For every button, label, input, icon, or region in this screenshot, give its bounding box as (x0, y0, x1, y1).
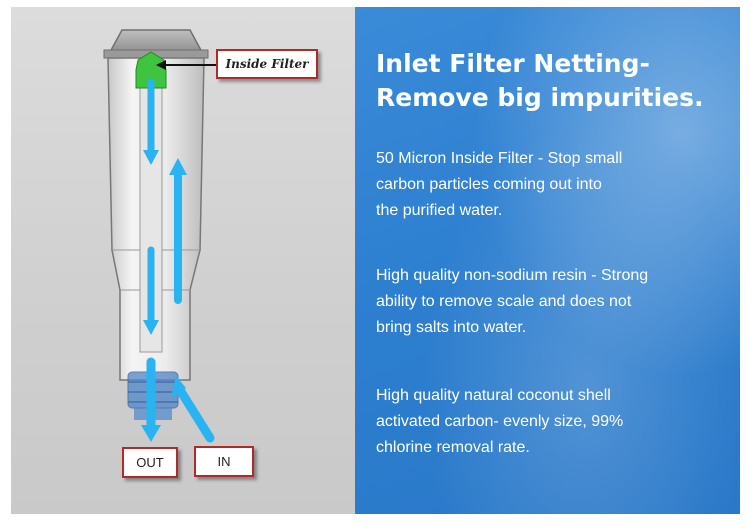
feature-resin: High quality non-sodium resin - Strong a… (376, 263, 731, 341)
feature-coconut-carbon: High quality natural coconut shell activ… (376, 383, 731, 461)
feature-1-line-1: 50 Micron Inside Filter - Stop small (376, 150, 623, 167)
feature-2-line-1: High quality non-sodium resin - Strong (376, 267, 649, 284)
feature-3-line-3: chlorine removal rate. (376, 439, 530, 456)
feature-3-line-2: activated carbon- evenly size, 99% (376, 413, 624, 430)
feature-2-line-3: bring salts into water. (376, 319, 527, 336)
feature-inside-filter: 50 Micron Inside Filter - Stop small car… (376, 146, 731, 224)
headline-line-1: Inlet Filter Netting- (376, 49, 650, 78)
feature-3-line-1: High quality natural coconut shell (376, 387, 611, 404)
feature-description-panel: Inlet Filter Netting- Remove big impurit… (355, 7, 740, 514)
feature-2-line-2: ability to remove scale and does not (376, 293, 632, 310)
flow-arrow-in (175, 385, 215, 443)
inside-filter-label: Inside Filter (216, 49, 318, 79)
headline-line-2: Remove big impurities. (376, 83, 704, 112)
panel-headline: Inlet Filter Netting- Remove big impurit… (376, 47, 726, 115)
feature-1-line-2: carbon particles coming out into (376, 176, 602, 193)
filter-top-cap (108, 29, 204, 53)
feature-1-line-3: the purified water. (376, 202, 503, 219)
in-label: IN (194, 446, 254, 477)
out-label: OUT (122, 447, 178, 478)
